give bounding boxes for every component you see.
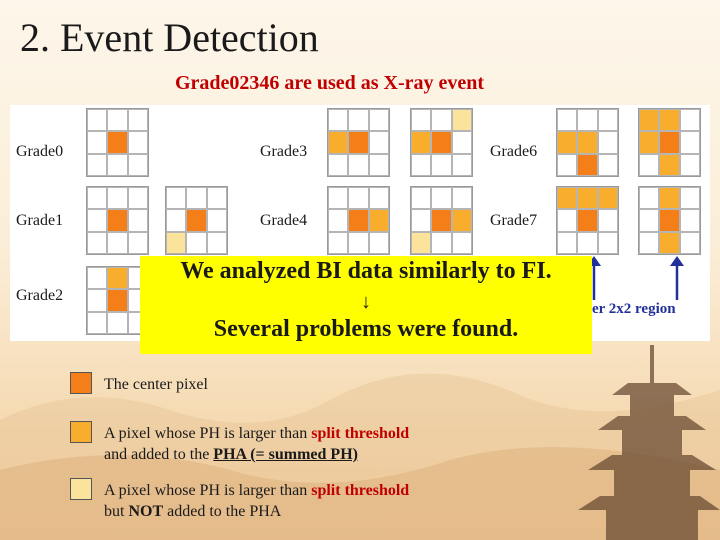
pagoda-silhouette xyxy=(578,345,720,540)
legend-split-added: A pixel whose PH is larger than split th… xyxy=(70,421,520,467)
legend-split-not-added-swatch xyxy=(70,478,92,500)
grade4-label: Grade4 xyxy=(260,212,308,229)
not-term: NOT xyxy=(128,503,164,520)
grade0-pattern xyxy=(86,108,149,177)
legend-split-not-added-text: A pixel whose PH is larger than split th… xyxy=(104,482,410,520)
split-threshold-term-2: split threshold xyxy=(311,482,410,499)
grade4-pattern-b xyxy=(410,186,473,255)
grade3-label: Grade3 xyxy=(260,143,308,160)
split-threshold-term: split threshold xyxy=(311,425,410,442)
grade6-pattern-a xyxy=(556,108,619,177)
grade1-label: Grade1 xyxy=(16,212,64,229)
legend-center: The center pixel xyxy=(70,372,520,396)
slide-subtitle: Grade02346 are used as X-ray event xyxy=(175,72,485,94)
legend-center-text: The center pixel xyxy=(104,376,208,393)
grade3-pattern-b xyxy=(410,108,473,177)
callout-line2: Several problems were found. xyxy=(213,316,519,342)
region-label: er 2x2 region xyxy=(592,301,676,317)
pha-term: PHA (= summed PH) xyxy=(213,446,358,463)
callout-arrow: ↓ xyxy=(361,291,371,313)
callout-line1: We analyzed BI data similarly to FI. xyxy=(180,258,552,284)
slide-title: 2. Event Detection xyxy=(20,15,319,60)
grade4-pattern-a xyxy=(327,186,390,255)
grade2-label: Grade2 xyxy=(16,287,64,304)
grade7-pattern-b xyxy=(638,186,701,255)
grade1-pattern-a xyxy=(86,186,149,255)
grade7-label: Grade7 xyxy=(490,212,538,229)
grade7-pattern-a xyxy=(556,186,619,255)
legend-split-added-text: A pixel whose PH is larger than split th… xyxy=(104,425,410,463)
grade6-pattern-b xyxy=(638,108,701,177)
region-arrow-right-icon xyxy=(670,256,684,300)
legend-split-not-added: A pixel whose PH is larger than split th… xyxy=(70,478,520,524)
legend-center-swatch xyxy=(70,372,92,394)
grade3-pattern-a xyxy=(327,108,390,177)
grade6-label: Grade6 xyxy=(490,143,538,160)
legend-split-added-swatch xyxy=(70,421,92,443)
grade1-pattern-b xyxy=(165,186,228,255)
grade0-label: Grade0 xyxy=(16,143,64,160)
callout-box: We analyzed BI data similarly to FI. ↓ S… xyxy=(140,256,592,354)
